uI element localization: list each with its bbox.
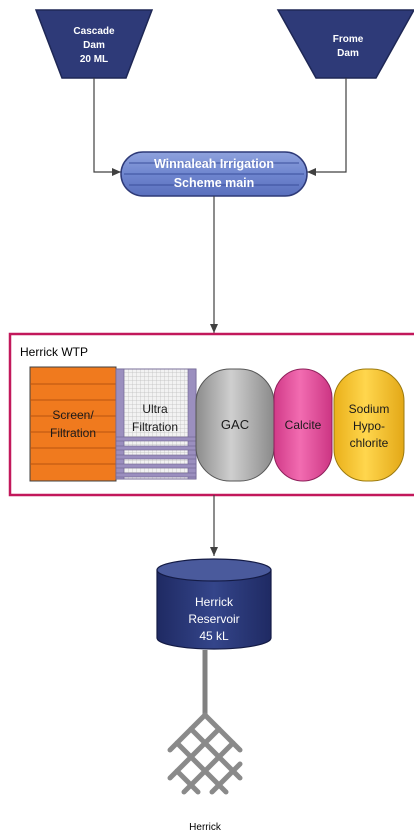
wtp-title: Herrick WTP: [20, 345, 88, 359]
cascade-to-main-arrow: [93, 78, 121, 176]
herrick-reservoir: Herrick Reservoir 45 kL: [156, 558, 272, 650]
sodium-label-1: Sodium: [349, 402, 390, 416]
screen-label-2: Filtration: [50, 426, 96, 440]
screen-label-1: Screen/: [52, 408, 94, 422]
frome-dam: Frome Dam: [276, 9, 414, 79]
main-label-1: Winnaleah Irrigation: [154, 157, 274, 171]
sodium-label-3: chlorite: [350, 436, 389, 450]
source-connectors: [93, 78, 347, 176]
frome-dam-label-2: Dam: [337, 48, 359, 59]
cascade-dam-label-1: Cascade: [73, 26, 115, 37]
ultra-label-2: Filtration: [132, 420, 178, 434]
reservoir-label-1: Herrick: [195, 595, 234, 609]
main-label-2: Scheme main: [174, 176, 255, 190]
ultra-label-1: Ultra: [142, 402, 168, 416]
gac-vessel: GAC: [195, 368, 275, 482]
gac-label: GAC: [221, 417, 249, 432]
reservoir-label-2: Reservoir: [188, 612, 239, 626]
reservoir-label-3: 45 kL: [199, 629, 229, 643]
calcite-label: Calcite: [285, 418, 322, 432]
cascade-dam: Cascade Dam 20 ML: [34, 9, 154, 79]
sodium-hypochlorite-vessel: Sodium Hypo- chlorite: [333, 368, 405, 482]
cascade-dam-label-3: 20 ML: [80, 54, 108, 65]
frome-dam-label-1: Frome: [333, 34, 364, 45]
sodium-label-2: Hypo-: [353, 419, 385, 433]
irrigation-main-pipe: Winnaleah Irrigation Scheme main: [120, 151, 308, 197]
network-label: Herrick: [189, 822, 222, 833]
cascade-dam-label-2: Dam: [83, 40, 105, 51]
reticulation-network-icon: [167, 712, 243, 795]
ultra-filtration-unit: Ultra Filtration: [115, 368, 197, 480]
frome-to-main-arrow: [307, 78, 347, 176]
herrick-wtp: Herrick WTP Screen/ Filtration: [8, 332, 414, 497]
screen-filtration-unit: Screen/ Filtration: [29, 366, 117, 482]
calcite-vessel: Calcite: [273, 368, 333, 482]
